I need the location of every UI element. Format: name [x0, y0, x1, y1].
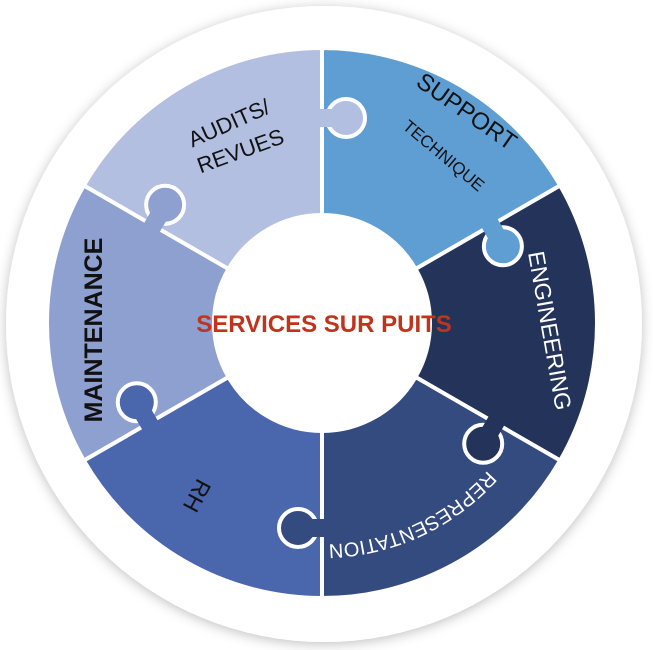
puzzle-knob-neck-maintenance: [143, 200, 173, 234]
puzzle-knob-neck-support: [481, 217, 511, 251]
puzzle-knob-neck-rh: [129, 397, 159, 431]
puzzle-knob-neck-engineering: [475, 415, 505, 449]
maintenance-label: MAINTENANCE: [80, 238, 108, 423]
center-circle: [214, 215, 430, 431]
center-title: SERVICES SUR PUITS: [196, 311, 452, 338]
